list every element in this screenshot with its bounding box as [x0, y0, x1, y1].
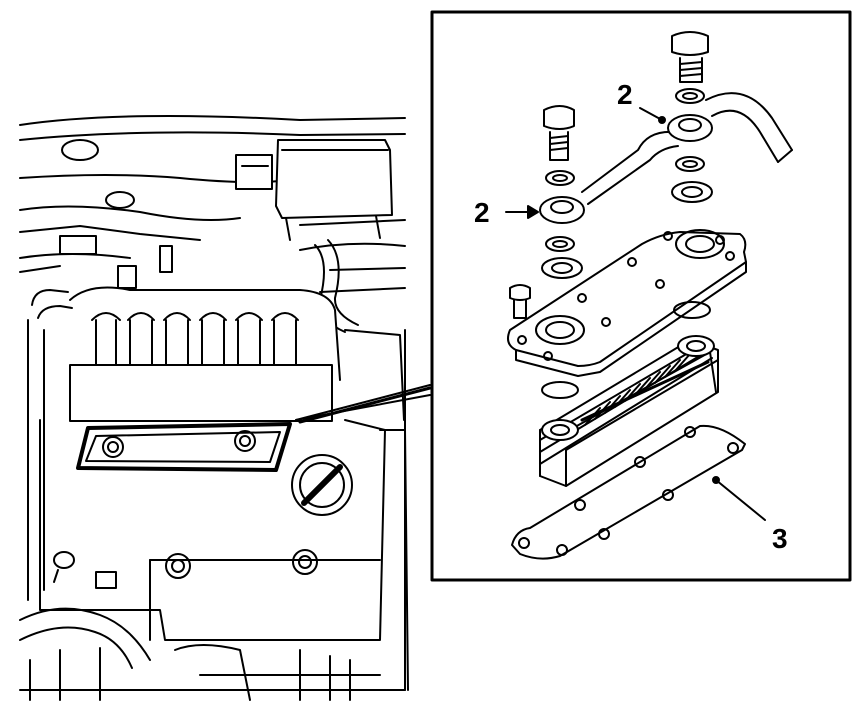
o-ring-right [673, 301, 711, 319]
intake-manifold [69, 286, 341, 422]
engine-bay-view [19, 115, 409, 701]
detail-leader [295, 384, 432, 424]
gasket [511, 424, 746, 560]
mounting-bolt [509, 284, 531, 319]
callout-label-gasket: 3 [772, 523, 788, 554]
callout-label-lower-fitting: 2 [474, 197, 490, 228]
lower-banjo-bolt [543, 105, 575, 186]
oil-cooler [539, 335, 719, 487]
oil-cooler-location [76, 422, 292, 472]
detail-inset: 2 2 3 [430, 10, 852, 582]
upper-banjo-fitting [667, 114, 713, 203]
callout-leaders [505, 107, 766, 521]
relay-box [235, 139, 393, 241]
lower-banjo-fitting [539, 196, 585, 279]
oil-filler-cap [291, 454, 353, 516]
callout-label-upper-fitting: 2 [617, 79, 633, 110]
adapter-plate [507, 229, 747, 377]
o-ring-left [541, 381, 579, 399]
upper-banjo-bolt [671, 31, 709, 104]
